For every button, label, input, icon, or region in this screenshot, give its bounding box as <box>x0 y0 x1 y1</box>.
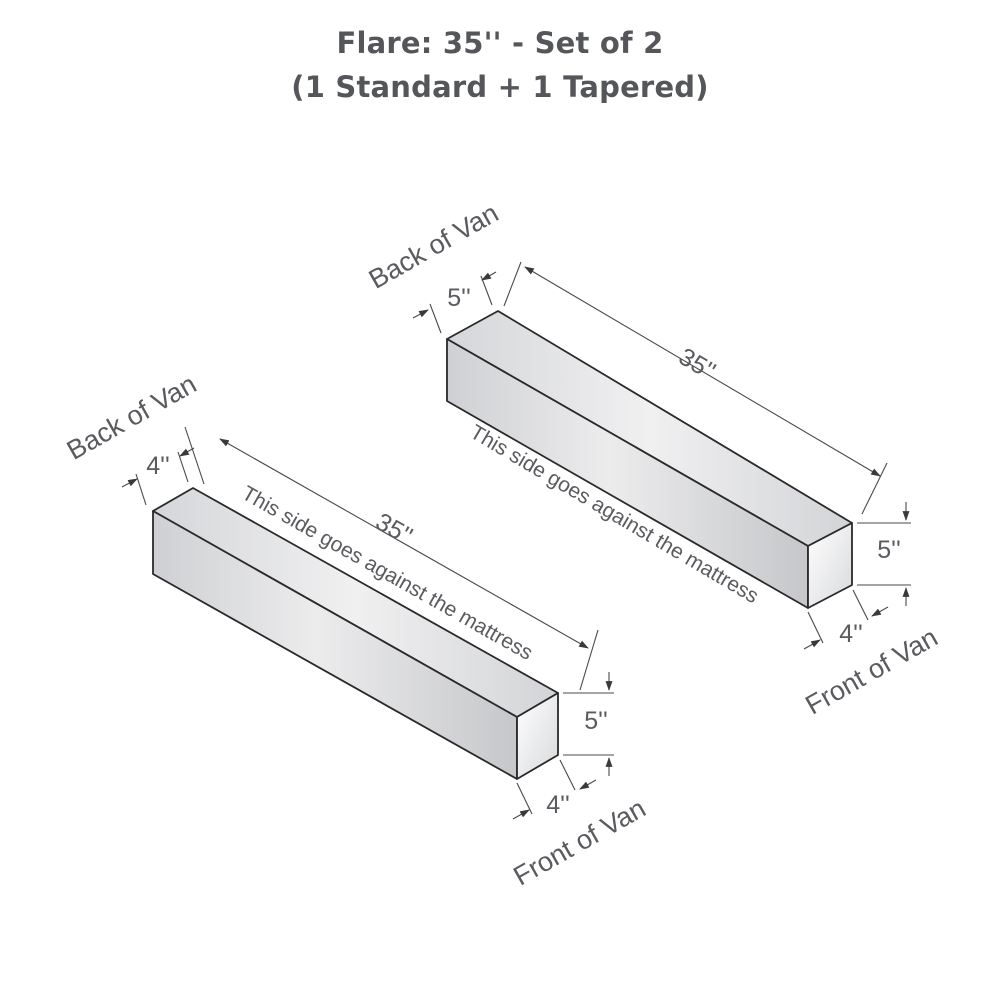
standard-end-face <box>516 692 559 780</box>
standard-front-width-label: 4'' <box>546 791 569 819</box>
standard-length-ext-front <box>579 629 599 691</box>
standard-front-of-van-label: Front of Van <box>508 793 650 891</box>
tapered-back-ext-2 <box>480 275 493 306</box>
tapered-fw-ext-2 <box>852 589 869 621</box>
tapered-back-width-label: 5'' <box>447 284 470 312</box>
tapered-front-height-label: 5'' <box>877 536 900 564</box>
tapered-fw-arrow-1 <box>803 639 821 650</box>
tapered-back-ext-1 <box>429 303 442 334</box>
tapered-front-of-van-label: Front of Van <box>800 622 942 720</box>
tapered-bolster: 35'' 5'' Back of Van 5'' 4'' Front of Va… <box>364 198 943 721</box>
tapered-end-face <box>807 522 853 609</box>
tapered-length-dim-line <box>524 266 881 477</box>
standard-back-ext-2 <box>177 451 189 483</box>
standard-fw-arrow-2 <box>579 779 597 790</box>
tapered-length-ext-front <box>861 462 888 515</box>
standard-length-dim-line <box>219 438 589 649</box>
title-line-1: Flare: 35'' - Set of 2 <box>336 26 664 60</box>
tapered-front-width-label: 4'' <box>839 620 862 648</box>
standard-fw-arrow-1 <box>512 809 530 820</box>
standard-length-label: 35'' <box>371 508 417 551</box>
standard-front-height-label: 5'' <box>584 707 607 735</box>
tapered-length-label: 35'' <box>674 343 720 386</box>
tapered-length-ext-back <box>503 261 522 307</box>
standard-back-width-label: 4'' <box>146 452 169 480</box>
standard-back-ext-1 <box>135 473 147 506</box>
standard-back-arrow-1 <box>121 478 138 488</box>
standard-fw-ext-2 <box>559 759 576 791</box>
standard-fw-ext-1 <box>516 782 533 815</box>
tapered-fw-arrow-2 <box>871 606 889 617</box>
standard-length-ext-back <box>184 426 205 485</box>
tapered-fw-ext-1 <box>807 611 824 644</box>
tapered-back-arrow-2 <box>481 271 497 281</box>
title-line-2: (1 Standard + 1 Tapered) <box>291 70 709 104</box>
standard-back-arrow-2 <box>179 447 195 457</box>
tapered-back-arrow-1 <box>412 309 429 319</box>
standard-back-of-van-label: Back of Van <box>62 369 202 466</box>
